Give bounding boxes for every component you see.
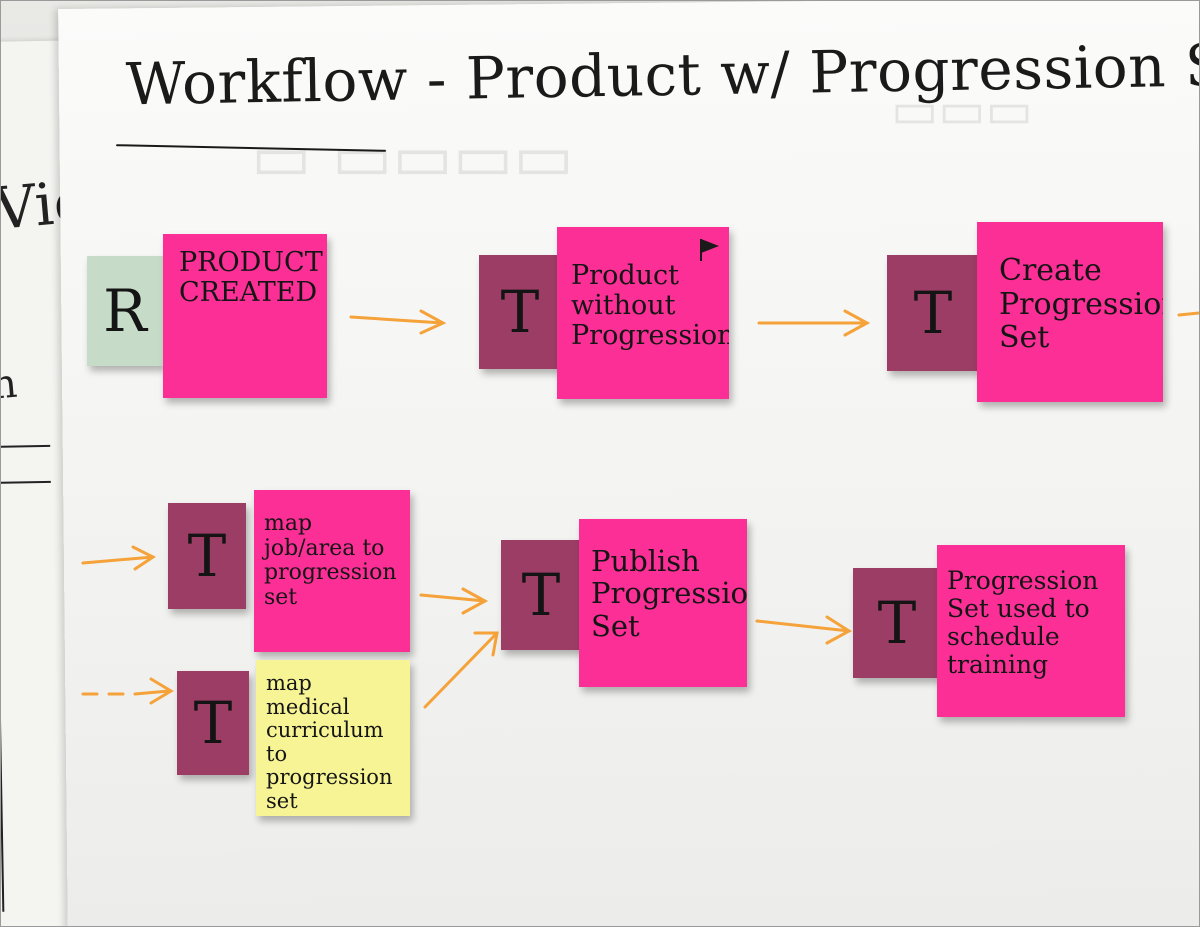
task-note-t: T (177, 671, 249, 775)
sticky-note-progression-set-used: Progression Set used to schedule trainin… (937, 545, 1125, 717)
task-note-t: T (501, 540, 581, 650)
sticky-note-publish-progression-set: Publish Progression Set (579, 519, 747, 687)
arrow-icon (755, 615, 852, 645)
task-note-t: T (887, 255, 979, 371)
sticky-note-map-job-area: map job/area to progression set (254, 490, 410, 652)
note-text: Publish Progression Set (591, 544, 747, 643)
note-text: map medical curriculum to progression se… (266, 671, 393, 813)
ghost-writing: ▭ ▭▭▭▭ (251, 121, 574, 195)
note-text: Product without Progression (571, 260, 729, 352)
note-text: map job/area to progression set (264, 511, 397, 610)
sticky-note-map-medical-curriculum: map medical curriculum to progression se… (256, 660, 410, 816)
flag-icon (701, 239, 719, 253)
sticky-note-product-without-progression: Product without Progression (557, 227, 729, 399)
arrow-icon (81, 677, 174, 705)
note-text: Progression Set used to schedule trainin… (947, 566, 1099, 679)
sticky-note-create-progression-set: Create Progression Set (977, 222, 1163, 402)
task-note-t: T (853, 568, 941, 678)
arrow-icon (81, 545, 156, 571)
sticky-note-product-created: PRODUCT CREATED (163, 234, 327, 398)
task-note-t: T (168, 503, 246, 609)
task-note-t: T (479, 255, 561, 369)
ghost-writing: ▭▭▭ (891, 81, 1033, 139)
arrow-icon (423, 631, 499, 709)
arrow-icon (1177, 311, 1199, 317)
role-note-r: R (87, 256, 163, 366)
arrow-icon (349, 309, 447, 335)
arrow-icon (419, 587, 489, 615)
arrow-icon (757, 309, 871, 337)
note-text: Create Progression Set (999, 253, 1163, 356)
note-text: PRODUCT CREATED (179, 247, 323, 309)
